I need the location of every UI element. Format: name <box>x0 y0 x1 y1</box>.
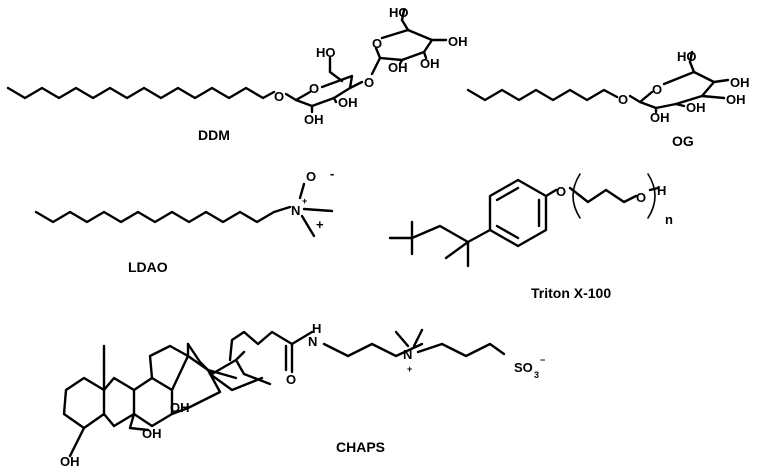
og-oh-2: OH <box>726 92 746 107</box>
chaps-oh-7: OH <box>142 426 162 441</box>
triton-ether-oxygen: O <box>556 184 566 199</box>
ldao-structure: N + O - + LDAO <box>34 166 334 275</box>
chaps-amide-nh-n: N <box>308 334 317 349</box>
triton-peg-oxygen: O <box>636 190 646 205</box>
triton-benzene-ring <box>488 178 548 248</box>
ldao-plus-sign: + <box>316 217 324 232</box>
ddm-ring1-oh-1: OH <box>304 112 324 127</box>
ddm-ring1-oh-2: OH <box>338 95 358 110</box>
ddm-ring2-oh-2: OH <box>420 56 440 71</box>
ddm-glycosidic-oxygen: O <box>364 75 374 90</box>
ddm-label: DDM <box>198 127 230 143</box>
og-ho: HO <box>677 49 697 64</box>
chaps-quaternary-nitrogen: N <box>403 347 412 362</box>
ldao-minus-charge: - <box>330 166 334 181</box>
og-oh-3: OH <box>686 100 706 115</box>
ddm-ring2-oh-3: OH <box>388 60 408 75</box>
chaps-plus-charge: + <box>407 364 412 374</box>
og-alkyl-chain <box>466 88 619 102</box>
triton-label: Triton X-100 <box>531 285 611 301</box>
chaps-steroid-wedge-bonds <box>68 344 150 458</box>
ddm-glucose-ring-2 <box>374 28 434 62</box>
triton-tert-octyl <box>388 220 492 268</box>
triton-left-parenthesis <box>572 173 581 219</box>
chaps-sulfonate-so: SO <box>514 360 533 375</box>
og-ring-oxygen: O <box>652 82 662 97</box>
triton-terminal-h: H <box>657 183 666 198</box>
chaps-propyl-linker-2 <box>416 342 506 358</box>
triton-right-parenthesis <box>647 173 656 219</box>
ddm-structure: O O HO OH OH O O HO OH OH OH DDM <box>6 5 468 143</box>
chaps-oh-12: OH <box>170 400 190 415</box>
ldao-label: LDAO <box>128 259 168 275</box>
ldao-nitrogen: N <box>291 203 300 218</box>
triton-repeat-n: n <box>665 212 673 227</box>
triton-x100-structure: O O H n Triton X-100 <box>388 173 673 301</box>
triton-peg-unit <box>568 186 638 204</box>
og-ether-oxygen: O <box>618 92 628 107</box>
chaps-label: CHAPS <box>336 439 385 455</box>
og-label: OG <box>672 133 694 149</box>
chaps-carbonyl-oxygen: O <box>286 372 296 387</box>
chaps-propyl-linker-1 <box>322 342 424 358</box>
og-oh-4: OH <box>650 110 670 125</box>
chaps-oh-3: OH <box>60 454 80 469</box>
chaps-sulfonate-charge: − <box>540 355 545 365</box>
ddm-ring1-oxygen: O <box>309 81 319 96</box>
ddm-ring2-oh-1: OH <box>448 34 468 49</box>
og-oh-1: OH <box>730 75 750 90</box>
ldao-plus-charge: + <box>302 196 307 206</box>
ddm-alkyl-chain <box>6 86 276 100</box>
ddm-ring2-ho: HO <box>389 5 409 20</box>
ddm-ring1-ho: HO <box>316 45 336 60</box>
chaps-structure: O N H N + SO 3 − OH OH OH CHAPS <box>60 321 545 469</box>
ddm-ring2-oxygen: O <box>372 36 382 51</box>
chaps-sulfonate-subscript: 3 <box>534 370 539 380</box>
chaps-amide-nh-h: H <box>312 321 321 336</box>
ddm-ether-oxygen: O <box>274 89 284 104</box>
chaps-side-chain <box>186 342 272 386</box>
og-structure: O O HO OH OH OH OH OG <box>466 49 750 149</box>
ddm-glucose-ring-1 <box>294 74 354 108</box>
ldao-alkyl-chain <box>34 205 292 224</box>
chaps-steroid-core <box>62 342 264 430</box>
ldao-oxide-oxygen: O <box>306 169 316 184</box>
